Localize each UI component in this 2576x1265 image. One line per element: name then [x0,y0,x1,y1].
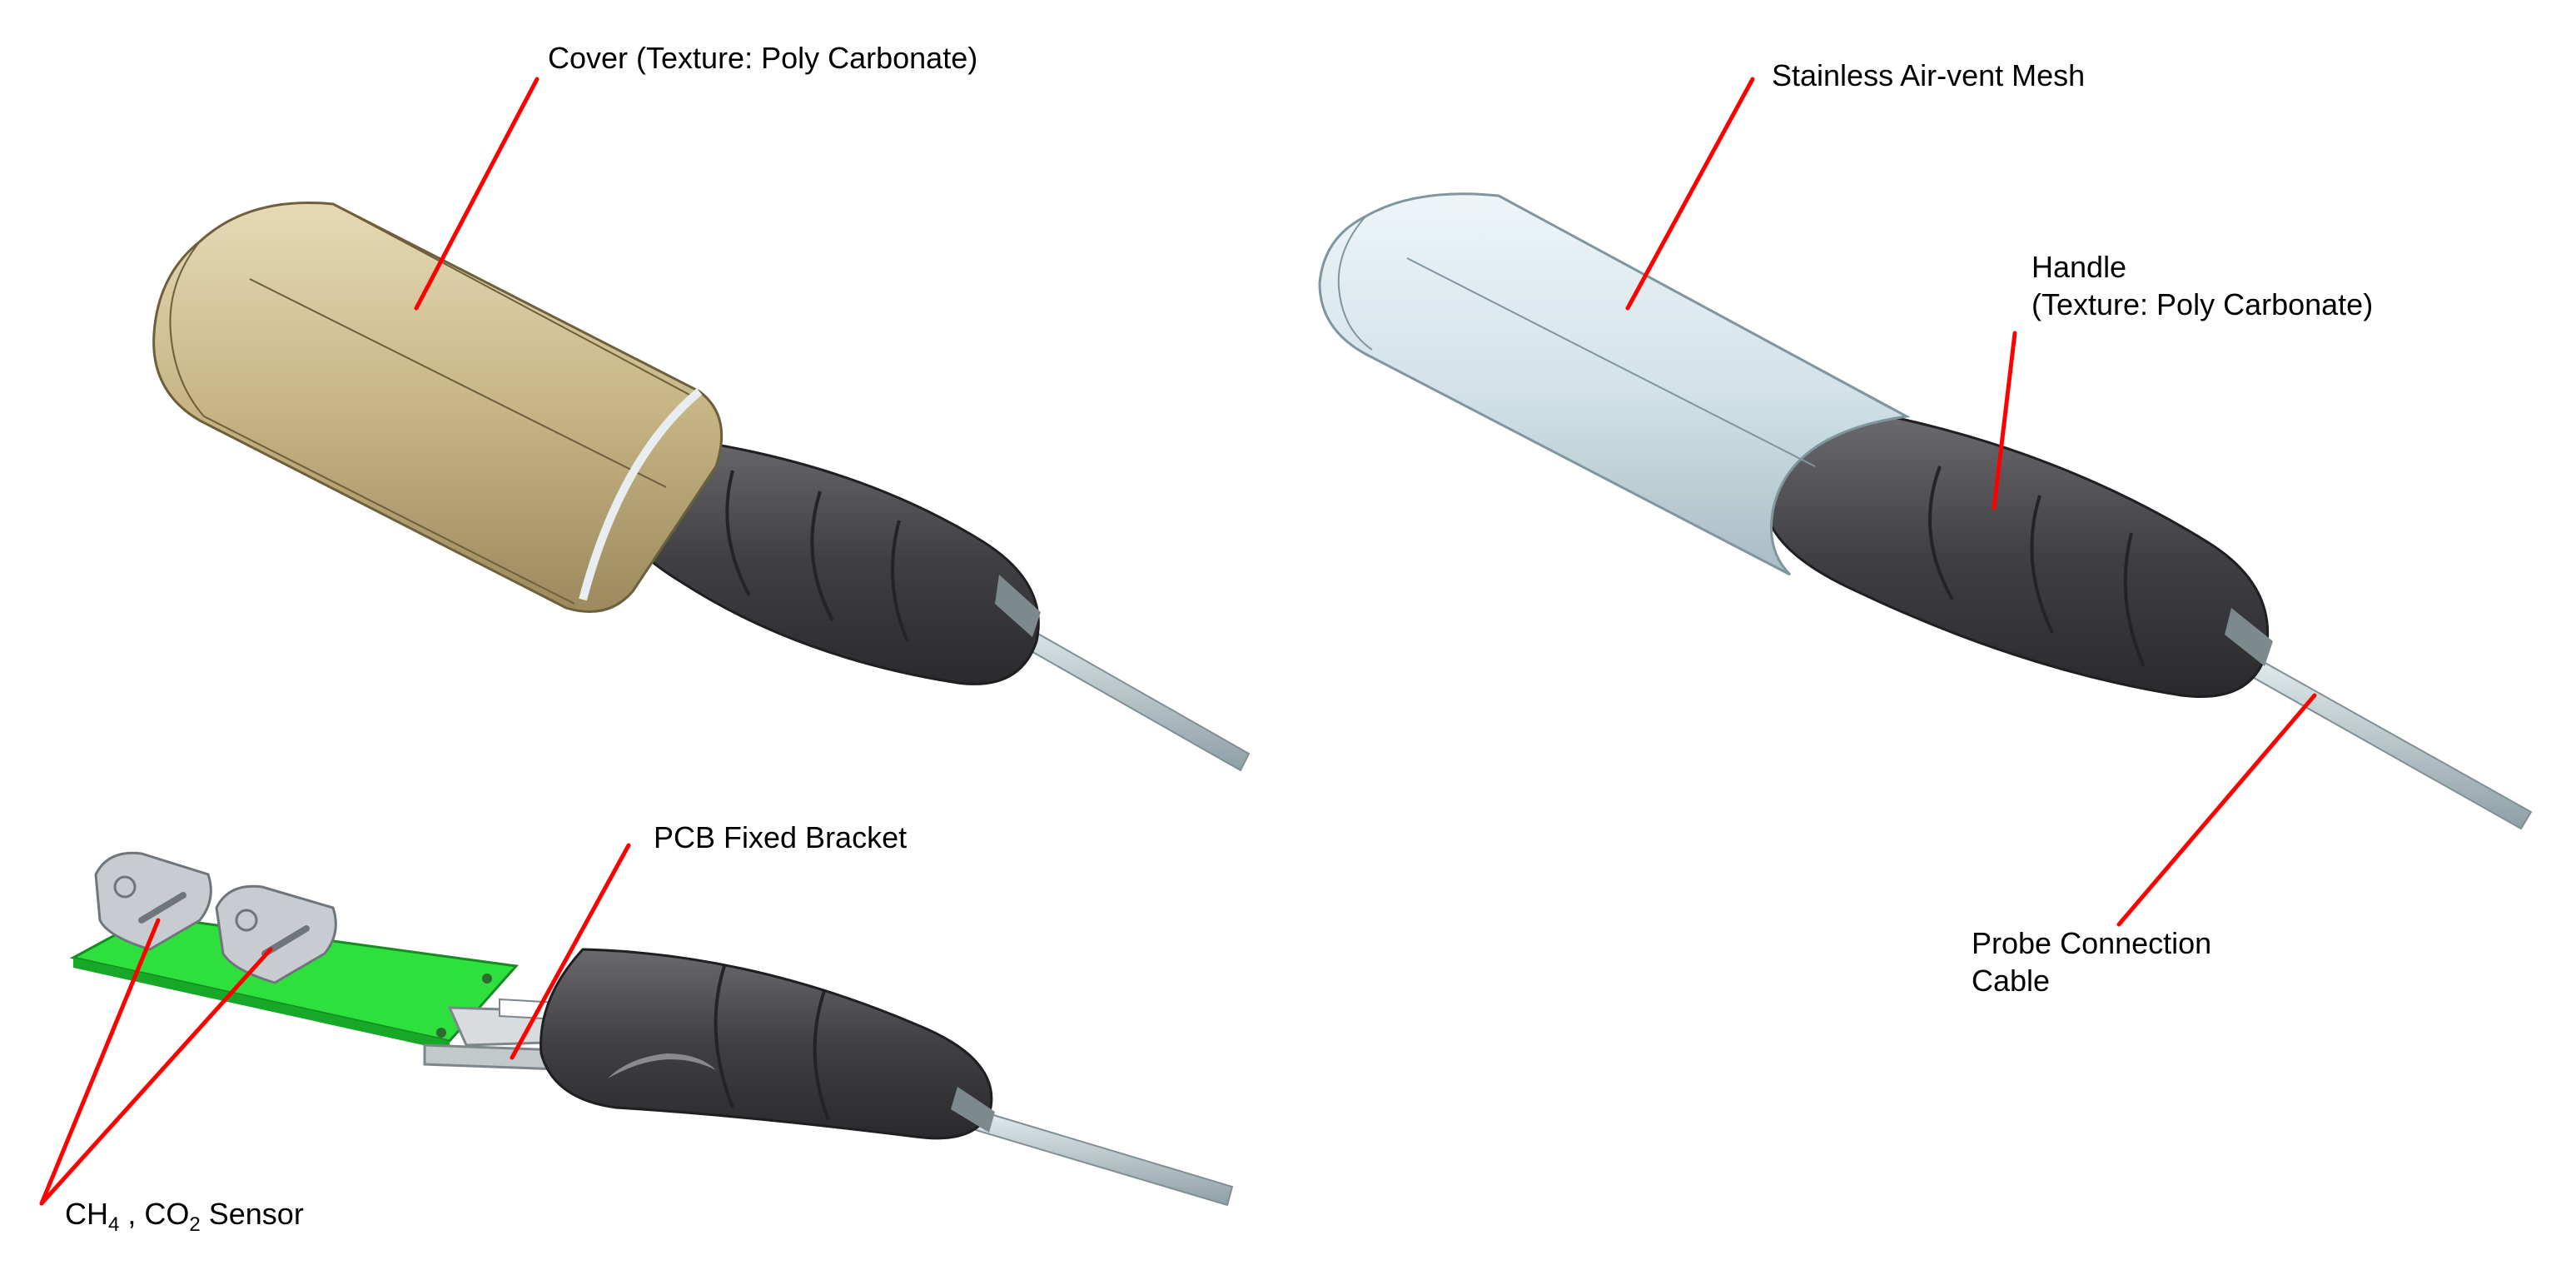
leader-bracket [510,843,631,1060]
co2-sensor [215,884,337,984]
cable-top-right [2246,656,2533,830]
label-cover: Cover (Texture: Poly Carbonate) [548,41,977,75]
cable-bottom-left [974,1110,1234,1207]
leader-cover [414,77,540,311]
probe-internals [69,851,1234,1207]
leader-cable [2116,693,2317,927]
air-vent-mesh [1318,192,1911,576]
cover [152,201,724,613]
labels: Cover (Texture: Poly Carbonate) Stainles… [65,41,2373,1236]
leader-handle [1992,331,2017,510]
label-sensor: CH4 , CO2 Sensor [65,1197,304,1236]
leader-sensor-co2 [39,947,273,1206]
probe-with-mesh [1318,192,2533,830]
ch4-sensor [94,851,212,951]
label-sensor-ch: CH [65,1197,108,1231]
label-sensor-co-sub: 2 [189,1213,200,1236]
label-handle-line1: Handle [2031,250,2126,284]
leader-lines [39,77,2317,1206]
label-sensor-end: Sensor [201,1197,304,1231]
label-bracket: PCB Fixed Bracket [654,820,907,854]
label-handle-line2: (Texture: Poly Carbonate) [2031,287,2373,321]
label-sensor-mid: , CO [119,1197,189,1231]
label-cable-line1: Probe Connection [1972,926,2211,960]
handle-bottom-left [540,948,995,1140]
handle-top-right [1763,415,2273,699]
label-cable-line2: Cable [1972,964,2050,998]
label-sensor-ch-sub: 4 [108,1213,119,1236]
leader-mesh [1625,77,1755,311]
leader-sensor-ch4 [39,918,161,1206]
probe-with-cover [152,201,1251,772]
label-mesh: Stainless Air-vent Mesh [1772,58,2085,92]
